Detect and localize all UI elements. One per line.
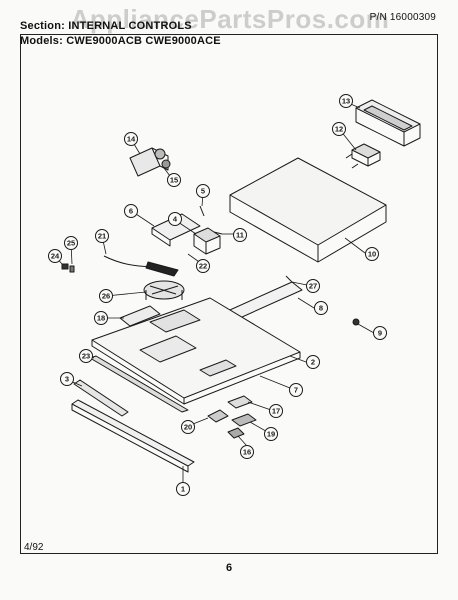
callout-label-22: 22: [199, 262, 207, 271]
callout-circle-4: [168, 212, 182, 226]
callout-circle-14: [124, 132, 138, 146]
callout-label-13: 13: [342, 97, 350, 106]
diagram-frame: [20, 34, 438, 554]
callout-circle-16: [240, 445, 254, 459]
part-relay: [193, 227, 221, 255]
callout-circle-12: [332, 122, 346, 136]
part-shield: [73, 379, 129, 417]
part-screw-27: [285, 275, 293, 283]
revision-date: 4/92: [24, 542, 44, 553]
part-strip-23: [89, 355, 189, 413]
callout-circle-26: [99, 289, 113, 303]
part-lower-rail: [71, 399, 195, 473]
callout-circle-9: [373, 326, 387, 340]
callout-label-6: 6: [129, 207, 133, 216]
callout-circle-11: [233, 228, 247, 242]
callout-label-10: 10: [368, 250, 376, 259]
callout-label-19: 19: [267, 430, 275, 439]
callout-label-3: 3: [65, 375, 69, 384]
callout-circle-22: [196, 259, 210, 273]
part-block-16: [227, 427, 245, 439]
callout-circle-10: [365, 247, 379, 261]
callout-circle-23: [79, 349, 93, 363]
callout-label-25: 25: [67, 239, 75, 248]
part-motor-bracket: [129, 147, 171, 177]
part-clip-24: [61, 263, 69, 270]
callout-label-21: 21: [98, 232, 106, 241]
callout-label-27: 27: [309, 282, 317, 291]
part-top-cover: [229, 157, 387, 263]
callout-circle-21: [95, 229, 109, 243]
callout-label-12: 12: [335, 125, 343, 134]
callout-circle-24: [48, 249, 62, 263]
callout-circle-25: [64, 236, 78, 250]
callout-label-7: 7: [294, 386, 298, 395]
callout-label-16: 16: [243, 448, 251, 457]
part-grommet: [352, 318, 360, 326]
part-clip-25: [69, 265, 75, 273]
callout-circle-19: [264, 427, 278, 441]
callout-group: 1234567891011121314151617181920212223242…: [48, 94, 387, 496]
callout-circle-17: [269, 404, 283, 418]
part-control-panel: [355, 99, 421, 147]
callout-circle-8: [314, 301, 328, 315]
callout-label-18: 18: [97, 314, 105, 323]
part-base-plate: [91, 297, 301, 405]
callout-label-20: 20: [184, 423, 192, 432]
callout-label-14: 14: [127, 135, 136, 144]
part-block-19: [231, 413, 257, 427]
callout-circle-27: [306, 279, 320, 293]
callout-label-2: 2: [311, 358, 315, 367]
part-block-17: [227, 395, 253, 409]
part-bracket-18: [119, 305, 161, 327]
callout-label-26: 26: [102, 292, 110, 301]
part-screw-5: [199, 205, 205, 217]
callout-label-15: 15: [170, 176, 178, 185]
callout-circle-13: [339, 94, 353, 108]
callout-circle-6: [124, 204, 138, 218]
page-number: 6: [225, 562, 233, 574]
callout-circle-3: [60, 372, 74, 386]
callout-label-5: 5: [201, 187, 205, 196]
callout-circle-7: [289, 383, 303, 397]
callout-label-4: 4: [173, 215, 178, 224]
part-timer-motor: [143, 280, 185, 300]
callout-circle-20: [181, 420, 195, 434]
callout-circle-15: [167, 173, 181, 187]
callout-label-24: 24: [51, 252, 60, 261]
callout-label-1: 1: [181, 485, 185, 494]
watermark: AppliancePartsPros.com: [70, 4, 390, 34]
part-screw-11: [213, 231, 223, 235]
callout-circle-2: [306, 355, 320, 369]
models-line: Models: CWE9000ACB CWE9000ACE: [20, 35, 221, 47]
callout-label-8: 8: [319, 304, 323, 313]
callout-circle-18: [94, 311, 108, 325]
callout-circle-1: [176, 482, 190, 496]
callout-label-23: 23: [82, 352, 90, 361]
part-harness-plug: [145, 261, 179, 277]
callout-label-11: 11: [236, 231, 244, 240]
part-switch: [345, 143, 381, 169]
callout-circle-5: [196, 184, 210, 198]
part-number: P/N 16000309: [369, 12, 436, 23]
callout-label-9: 9: [378, 329, 382, 338]
callout-label-17: 17: [272, 407, 280, 416]
section-title: Section: INTERNAL CONTROLS: [20, 20, 192, 32]
part-block-20: [207, 409, 229, 423]
